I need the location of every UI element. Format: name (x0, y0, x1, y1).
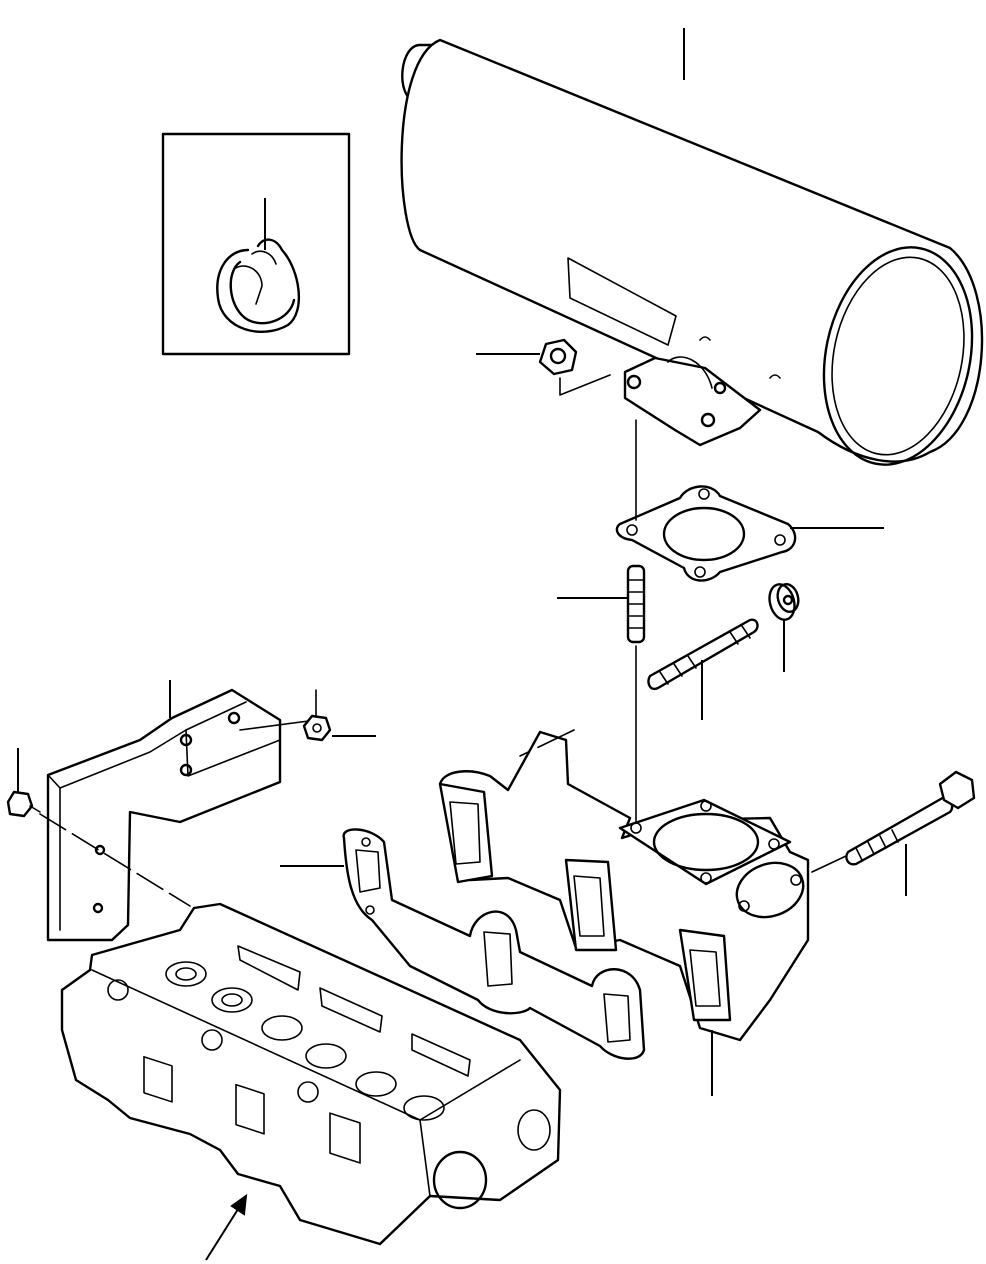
stud-icon (626, 564, 646, 644)
gasket-icon (615, 485, 797, 582)
bolt-icon-2 (845, 770, 976, 866)
flange-nut-icon-2 (768, 583, 800, 621)
manifold-icon (438, 730, 810, 1042)
flange-nut-icon (538, 338, 578, 376)
cylinder-head-icon (60, 902, 562, 1246)
manifold-gasket-icon (342, 828, 646, 1060)
long-stud-icon (647, 618, 759, 691)
clamp-icon (216, 238, 301, 333)
muffler-icon (400, 38, 984, 466)
clamp-inset (161, 132, 351, 356)
bracket-icon (46, 688, 282, 942)
bolt-icon (302, 714, 332, 742)
side-bolt-icon (6, 790, 41, 818)
